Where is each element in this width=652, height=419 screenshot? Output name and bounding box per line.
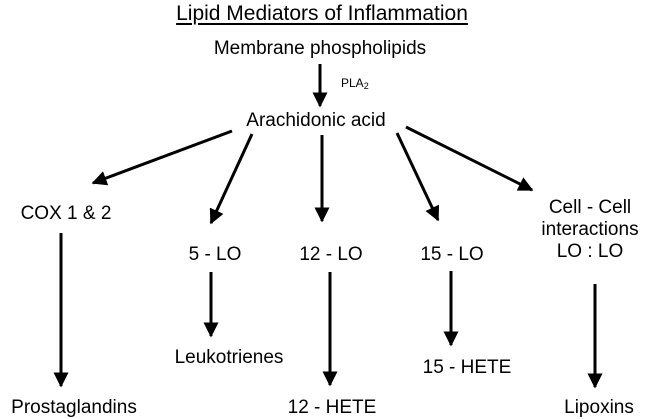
cell-cell-line: Cell - Cell xyxy=(548,197,632,218)
arrow-arachidonic-to-cox xyxy=(91,129,233,186)
cell-cell-interactions-label: Cell - Cell interactions LO : LO xyxy=(525,197,652,263)
cox-label: COX 1 & 2 xyxy=(20,203,112,224)
diagram-title: Lipid Mediators of Inflammation xyxy=(176,2,468,25)
lo-lo-line: LO : LO xyxy=(556,241,624,262)
leukotrienes-label: Leukotrienes xyxy=(174,347,284,368)
12-hete-label: 12 - HETE xyxy=(287,397,377,418)
12-lo-label: 12 - LO xyxy=(299,244,363,265)
arrow-arachidonic-to-cell-cell xyxy=(405,125,534,192)
pla2-label: PLA2 xyxy=(341,76,369,93)
pla2-subscript: 2 xyxy=(363,81,369,91)
arachidonic-acid-label: Arachidonic acid xyxy=(246,110,386,131)
15-hete-label: 15 - HETE xyxy=(422,357,512,378)
prostaglandins-label: Prostaglandins xyxy=(11,397,137,418)
arrow-arachidonic-to-15lo xyxy=(395,132,440,222)
membrane-phospholipids-label: Membrane phospholipids xyxy=(213,38,427,59)
interactions-line: interactions xyxy=(541,219,639,240)
pla2-text: PLA xyxy=(341,76,364,90)
arrow-arachidonic-to-5lo xyxy=(209,133,254,225)
5-lo-label: 5 - LO xyxy=(188,244,242,265)
15-lo-label: 15 - LO xyxy=(420,244,484,265)
lipoxins-label: Lipoxins xyxy=(564,397,634,418)
